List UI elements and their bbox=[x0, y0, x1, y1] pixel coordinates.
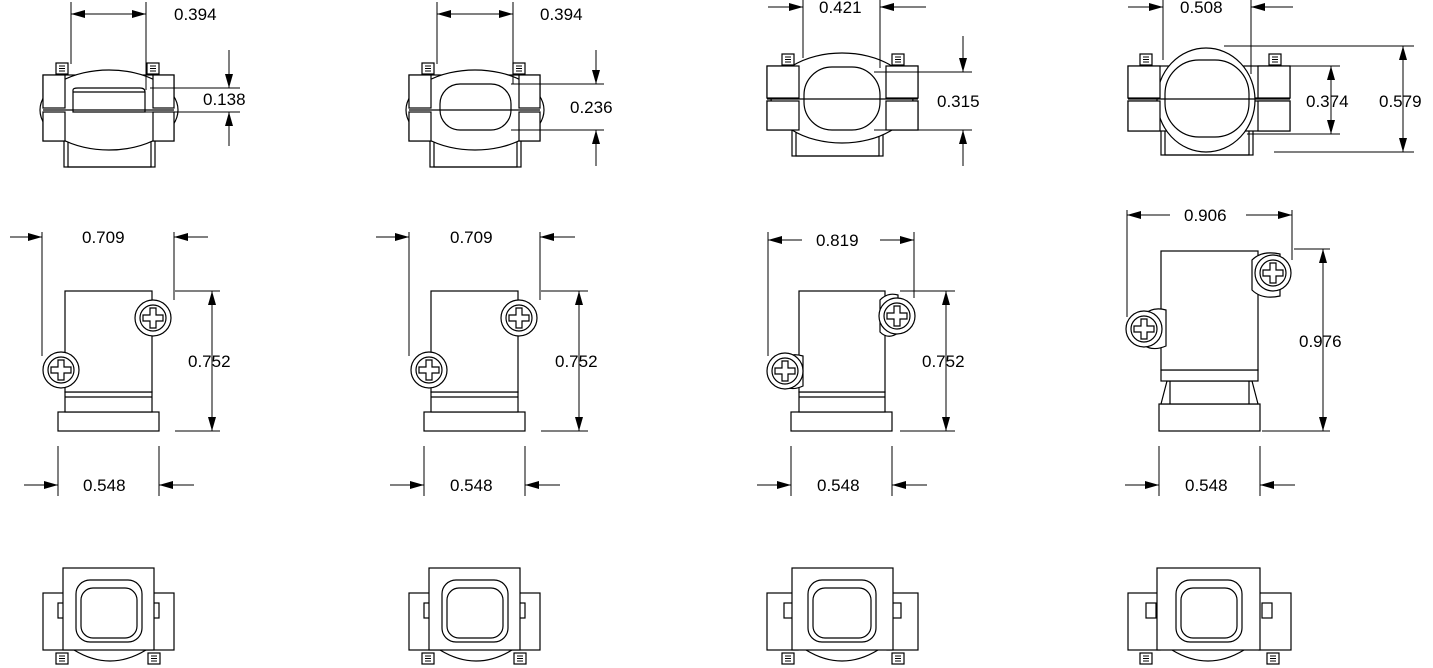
bottom-view-2 bbox=[408, 567, 541, 665]
phillips-screw-icon bbox=[1125, 310, 1163, 348]
side-2-height-label: 0.752 bbox=[555, 352, 598, 371]
top-view-4: 0.508 0.374 0.579 bbox=[1127, 0, 1422, 156]
top-1-width-label: 0.394 bbox=[174, 5, 217, 24]
phillips-screw-icon bbox=[134, 299, 172, 337]
slotted-screw-icon bbox=[421, 62, 435, 75]
slotted-screw-icon bbox=[513, 652, 527, 665]
top-2-opening-label: 0.236 bbox=[570, 98, 613, 117]
slotted-screw-icon bbox=[55, 652, 69, 665]
phillips-screw-icon bbox=[878, 297, 916, 335]
slotted-screw-icon bbox=[421, 652, 435, 665]
top-4-overall-label: 0.579 bbox=[1379, 92, 1422, 111]
side-3-width-label: 0.819 bbox=[816, 231, 859, 250]
side-1-base-label: 0.548 bbox=[83, 476, 126, 495]
side-view-1: 0.709 0.752 0.548 bbox=[10, 228, 231, 496]
phillips-screw-icon bbox=[1254, 254, 1292, 292]
slotted-screw-icon bbox=[512, 62, 526, 75]
top-view-2: 0.394 0.236 bbox=[405, 2, 613, 168]
phillips-screw-icon bbox=[410, 351, 448, 389]
slotted-screw-icon bbox=[891, 53, 905, 66]
slotted-screw-icon bbox=[1139, 652, 1153, 665]
side-1-height-label: 0.752 bbox=[188, 352, 231, 371]
top-view-3: 0.421 0.315 bbox=[766, 0, 980, 166]
top-3-width-label: 0.421 bbox=[819, 0, 862, 17]
side-3-base-label: 0.548 bbox=[817, 476, 860, 495]
phillips-screw-icon bbox=[766, 352, 804, 390]
slotted-screw-icon bbox=[146, 62, 160, 75]
side-2-base-label: 0.548 bbox=[450, 476, 493, 495]
bottom-view-4 bbox=[1127, 567, 1292, 665]
slotted-screw-icon bbox=[147, 652, 161, 665]
side-2-width-label: 0.709 bbox=[450, 228, 493, 247]
top-3-opening-label: 0.315 bbox=[937, 92, 980, 111]
side-4-base-label: 0.548 bbox=[1185, 476, 1228, 495]
slotted-screw-icon bbox=[1268, 53, 1282, 66]
top-view-1: 0.394 0.138 bbox=[39, 2, 246, 168]
side-4-height-label: 0.976 bbox=[1299, 332, 1342, 351]
side-view-2: 0.709 0.752 0.548 bbox=[376, 228, 598, 496]
side-1-width-label: 0.709 bbox=[82, 228, 125, 247]
side-3-height-label: 0.752 bbox=[922, 352, 965, 371]
side-view-4: 0.906 0.976 0.548 bbox=[1125, 206, 1342, 496]
side-4-width-label: 0.906 bbox=[1184, 206, 1227, 225]
top-4-opening-label: 0.374 bbox=[1306, 92, 1349, 111]
slotted-screw-icon bbox=[781, 53, 795, 66]
top-4-width-label: 0.508 bbox=[1180, 0, 1223, 17]
slotted-screw-icon bbox=[55, 62, 69, 75]
slotted-screw-icon bbox=[891, 652, 905, 665]
bottom-view-1 bbox=[42, 567, 175, 665]
bottom-view-3 bbox=[766, 567, 919, 665]
top-2-width-label: 0.394 bbox=[540, 5, 583, 24]
phillips-screw-icon bbox=[42, 351, 80, 389]
slotted-screw-icon bbox=[781, 652, 795, 665]
slotted-screw-icon bbox=[1266, 652, 1280, 665]
side-view-3: 0.819 0.752 0.548 bbox=[757, 231, 965, 496]
slotted-screw-icon bbox=[1139, 53, 1153, 66]
top-1-opening-label: 0.138 bbox=[203, 90, 246, 109]
phillips-screw-icon bbox=[500, 299, 538, 337]
